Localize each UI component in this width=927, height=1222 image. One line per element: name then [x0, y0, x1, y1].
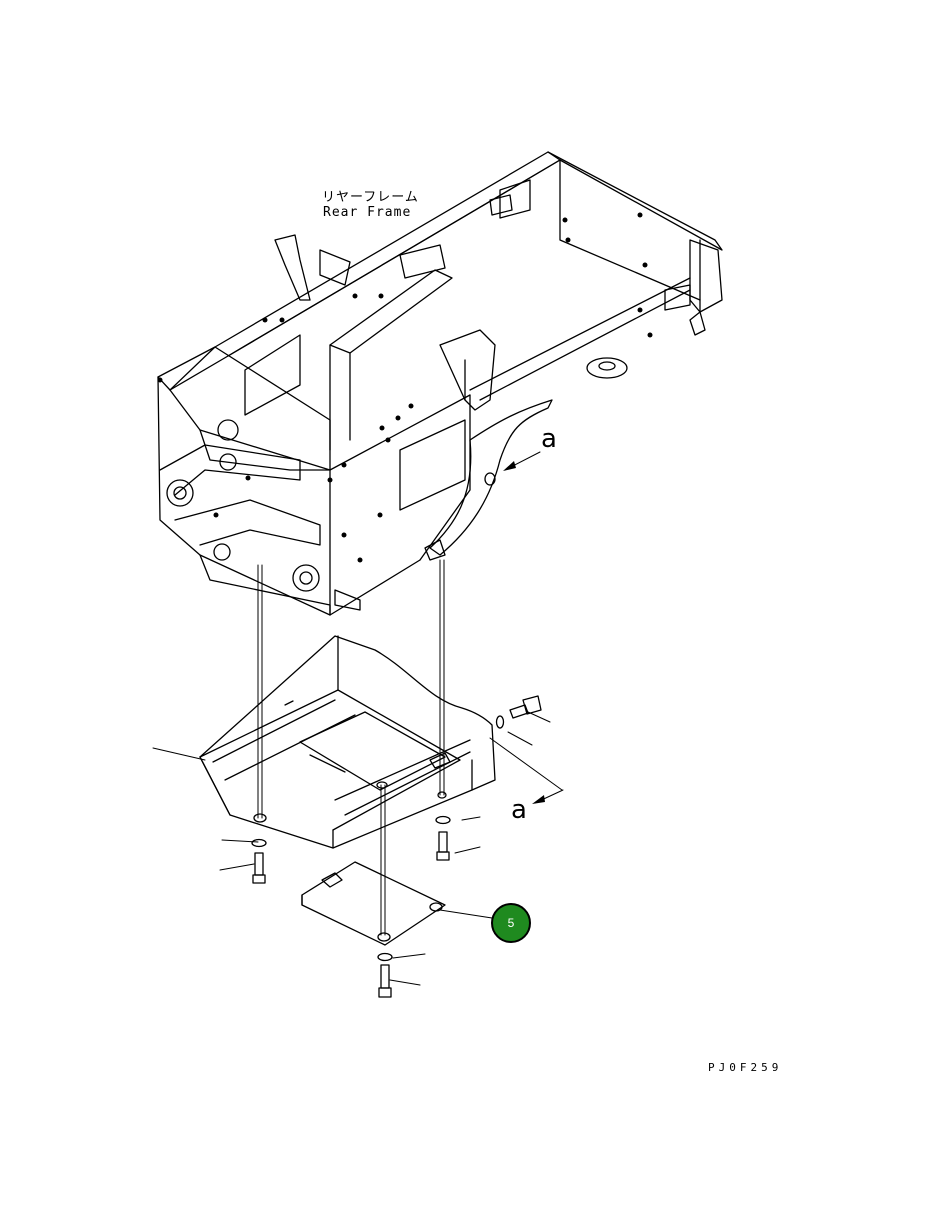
view-marker-a-top: a — [541, 424, 557, 454]
under-cover — [199, 635, 496, 849]
hardware — [251, 695, 542, 998]
part-label-english: Rear Frame — [323, 205, 412, 220]
view-arrowheads — [503, 461, 545, 804]
rear-frame — [157, 151, 723, 616]
small-cover-plate — [301, 861, 446, 946]
part-label-japanese: リヤーフレーム — [322, 190, 419, 205]
view-marker-a-bottom: a — [511, 795, 527, 825]
drawing-id: PJ0F259 — [708, 1061, 783, 1074]
part-callout-5[interactable]: 5 — [491, 903, 531, 943]
